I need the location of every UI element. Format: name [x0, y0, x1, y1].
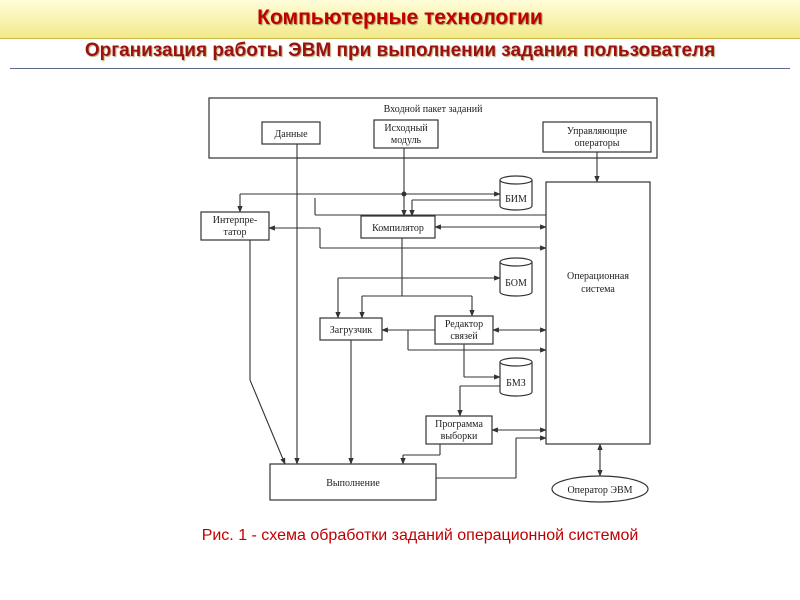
svg-text:Загрузчик: Загрузчик	[330, 325, 373, 336]
svg-text:Интерпре-: Интерпре-	[213, 215, 258, 226]
svg-text:модуль: модуль	[391, 135, 422, 146]
svg-text:операторы: операторы	[575, 138, 620, 149]
subtitle-divider	[10, 68, 790, 69]
loader-node: Загрузчик	[319, 317, 383, 341]
svg-text:Компилятор: Компилятор	[372, 223, 424, 234]
control-operators-node: Управляющие операторы	[542, 121, 652, 153]
page-title: Компьютерные технологии	[257, 6, 543, 29]
svg-text:Выполнение: Выполнение	[326, 478, 380, 489]
svg-text:татор: татор	[224, 227, 247, 238]
sampler-node: Программа выборки	[425, 415, 493, 445]
svg-text:БОМ: БОМ	[505, 278, 527, 289]
svg-text:Исходный: Исходный	[384, 123, 428, 134]
data-node: Данные	[261, 121, 321, 145]
svg-text:Данные: Данные	[274, 129, 308, 140]
svg-text:Оператор ЭВМ: Оператор ЭВМ	[567, 485, 632, 496]
connector-lines	[237, 144, 603, 479]
linker-node: Редактор связей	[434, 315, 494, 345]
operating-system-node: Операционная система	[545, 181, 651, 445]
execution-node: Выполнение	[269, 463, 437, 501]
svg-text:БМЗ: БМЗ	[506, 378, 526, 389]
operator-node: Оператор ЭВМ	[551, 475, 649, 503]
bom-storage: БОМ	[499, 257, 533, 297]
interpreter-node: Интерпре- татор	[200, 211, 270, 241]
svg-text:Входной пакет заданий: Входной пакет заданий	[384, 104, 483, 115]
bmz-storage: БМЗ	[499, 357, 533, 397]
svg-text:выборки: выборки	[441, 431, 478, 442]
page-subtitle: Организация работы ЭВМ при выполнении за…	[84, 40, 716, 61]
svg-text:система: система	[581, 284, 615, 295]
source-module-node: Исходный модуль	[373, 119, 439, 149]
svg-text:Управляющие: Управляющие	[567, 126, 628, 137]
header-band	[0, 0, 800, 39]
svg-text:БИМ: БИМ	[505, 194, 527, 205]
svg-text:Операционная: Операционная	[567, 271, 629, 282]
bim-storage: БИМ	[499, 175, 533, 211]
svg-text:Программа: Программа	[435, 419, 483, 430]
compiler-node: Компилятор	[360, 215, 436, 239]
figure-caption: Рис. 1 - схема обработки заданий операци…	[201, 527, 639, 544]
svg-text:Редактор: Редактор	[445, 319, 483, 330]
svg-text:связей: связей	[450, 331, 478, 342]
